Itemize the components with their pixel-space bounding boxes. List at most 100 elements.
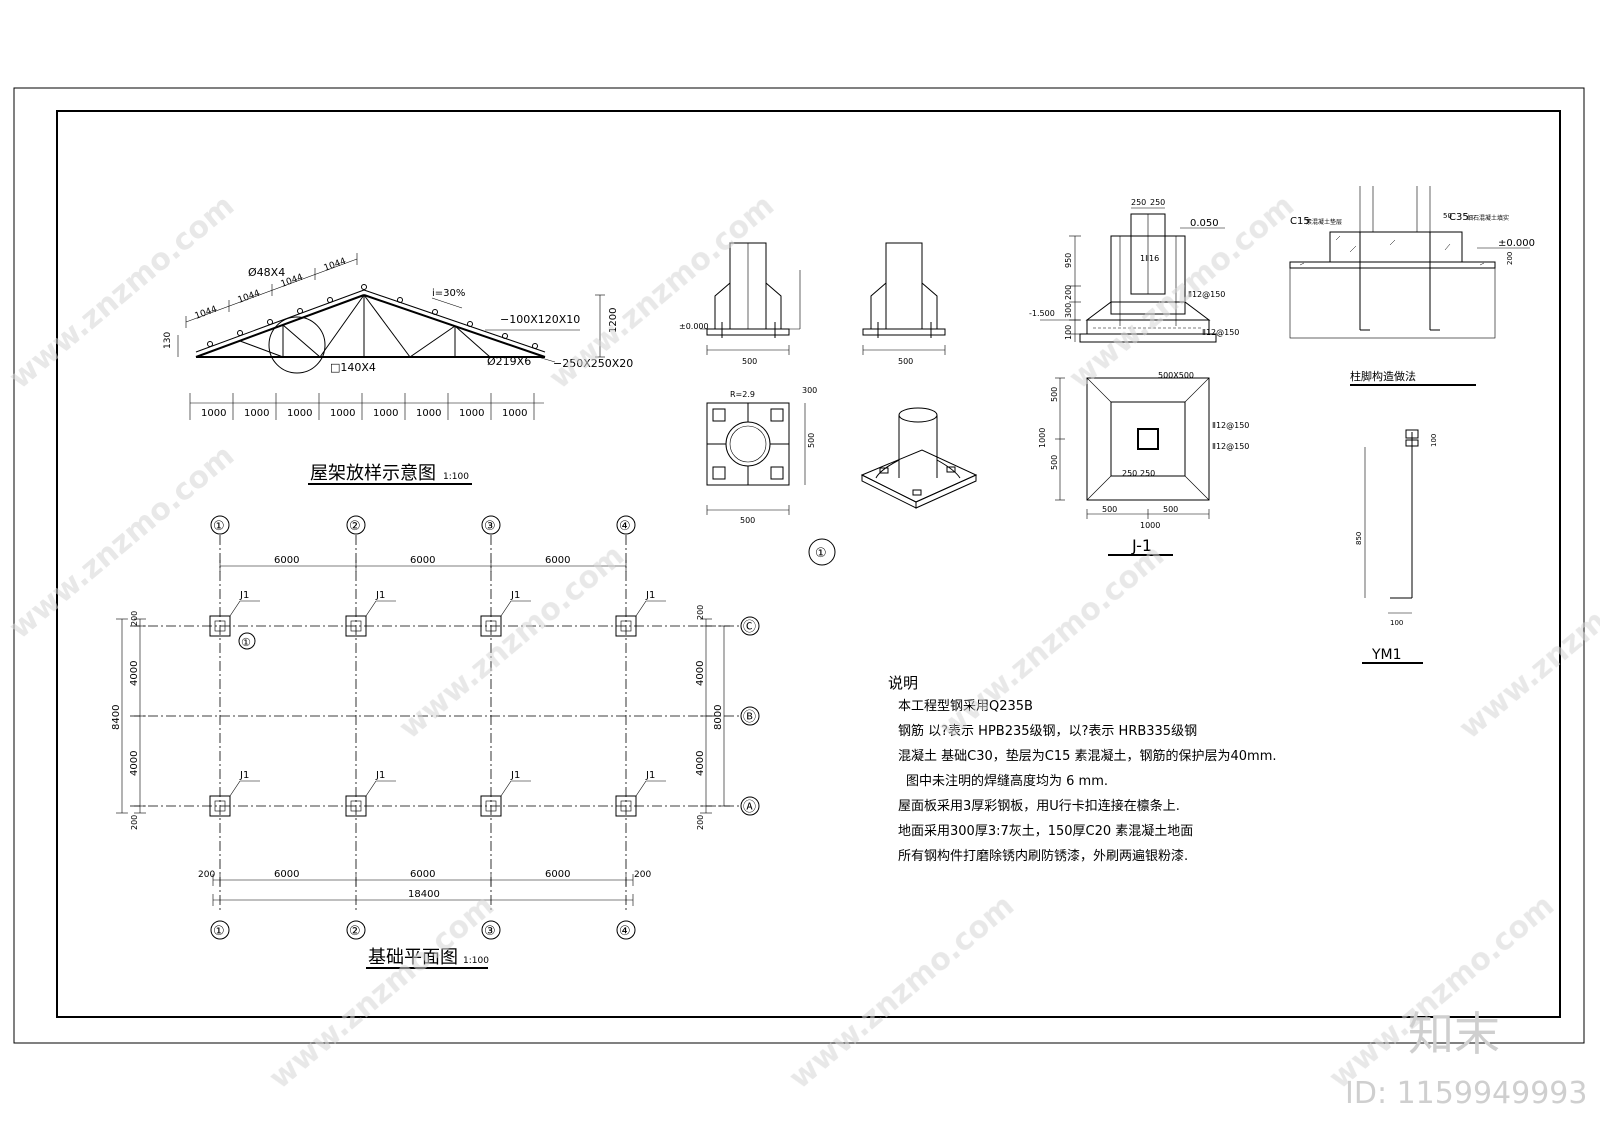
truss-span-4: 1000 — [330, 408, 355, 419]
j1-title: J-1 — [1131, 536, 1152, 555]
plan-ydim-2: 4000 — [129, 751, 140, 776]
foundation-plan-labels: ① ② ③ ④ ① ② ③ ④ Ⓒ Ⓑ Ⓐ ① 6000 6000 6000 6… — [111, 519, 756, 968]
foundation-j1-labels: 250 250 0.050 -1.500 950 200 300 100 Ⅱ12… — [1029, 198, 1249, 555]
foot-dim-2: 200 — [1506, 252, 1514, 265]
j1-top-dim-1: 250 — [1131, 198, 1146, 207]
foot-title: 柱脚构造做法 — [1350, 369, 1416, 383]
foot-c35-note: 细石混凝土填实 — [1467, 214, 1509, 222]
j1-rebar-plan-1: Ⅱ12@150 — [1212, 421, 1249, 430]
column-foot-detail — [1289, 186, 1530, 664]
j1-plan-bottom-1: 500 — [1102, 505, 1117, 514]
image-id: ID: 1159949993 — [1345, 1076, 1587, 1111]
plan-total-y-left: 8400 — [111, 705, 122, 730]
j1-elev-top: 0.050 — [1190, 218, 1219, 229]
plan-ydim-1: 4000 — [129, 661, 140, 686]
plan-total-x: 18400 — [408, 889, 440, 900]
plan-bdim-1: 6000 — [274, 869, 299, 880]
base-plate-dim: 300 — [802, 386, 817, 395]
j1-tag-c4: J1 — [645, 590, 655, 601]
j1-rebar-1: Ⅱ12@150 — [1188, 290, 1225, 299]
j1-bolt: 1Ⅱ16 — [1140, 254, 1159, 263]
axis-1-top: ① — [213, 519, 225, 534]
truss-pipe: Ø219X6 — [487, 355, 531, 368]
j1-rebar-plan-2: Ⅱ12@150 — [1212, 442, 1249, 451]
truss-title: 屋架放样示意图 — [310, 463, 436, 484]
truss-scale: 1:100 — [443, 472, 469, 482]
inner-border — [56, 110, 1561, 1018]
truss-left-height: 130 — [163, 332, 173, 349]
column-foot-labels: C15 素混凝土垫层 C35 细石混凝土填实 ±0.000 50 200 柱脚构… — [1290, 212, 1535, 663]
j1-tag-c2: J1 — [375, 590, 385, 601]
detail-1-label: ① — [815, 546, 827, 561]
plan-scale: 1:100 — [463, 956, 489, 966]
note-line-5: 屋面板采用3厚彩钢板，用U行卡扣连接在檩条上. — [898, 798, 1180, 814]
truss-span-7: 1000 — [459, 408, 484, 419]
note-line-7: 所有钢构件打磨除锈内刷防锈漆，外刷两遍银粉漆. — [898, 848, 1188, 864]
j1-tag-c1: J1 — [239, 590, 249, 601]
j1-plan-right-2: 250 — [1140, 469, 1155, 478]
detail-ref: ① — [241, 636, 251, 649]
axis-c: Ⓒ — [743, 620, 756, 635]
base-dim-plan-v: 500 — [807, 433, 816, 448]
truss-seg-4: 1044 — [323, 256, 348, 273]
j1-tag-a2: J1 — [375, 770, 385, 781]
foundation-plan — [116, 515, 760, 969]
notes-heading: 说明 — [888, 674, 918, 692]
ym1-dim-1: 100 — [1390, 619, 1403, 627]
truss-seg-1: 1044 — [194, 304, 219, 321]
truss-base-plate: −250X250X20 — [553, 357, 633, 370]
plan-bdim-3: 6000 — [545, 869, 570, 880]
j1-plan-bottom-3: 1000 — [1140, 521, 1160, 530]
ym1-title: YM1 — [1371, 647, 1402, 663]
j1-plan-right-1: 250 — [1122, 469, 1137, 478]
ym1-dim-2: 100 — [1430, 434, 1438, 447]
truss-plate-top: −100X120X10 — [500, 313, 580, 326]
truss-span-2: 1000 — [244, 408, 269, 419]
plan-title: 基础平面图 — [368, 947, 458, 968]
j1-vdim-5: 100 — [1064, 325, 1073, 340]
plan-ydim-r1: 4000 — [695, 661, 706, 686]
plan-bdim-edge-r: 200 — [634, 870, 651, 880]
j1-vdim-3: 200 — [1064, 285, 1073, 300]
j1-plan-left-1: 500 — [1050, 387, 1059, 402]
j1-top-dim-2: 250 — [1150, 198, 1165, 207]
svg-text:www.znzmo.com: www.znzmo.com — [3, 188, 241, 396]
axis-a: Ⓐ — [743, 800, 756, 815]
j1-plan-left-3: 500 — [1050, 455, 1059, 470]
axis-4-bottom: ④ — [619, 924, 631, 939]
note-line-4: 图中未注明的焊缝高度均为 6 mm. — [906, 773, 1108, 789]
truss-seg-2: 1044 — [237, 288, 262, 305]
base-dim-b: 500 — [898, 357, 913, 366]
svg-text:www.znzmo.com: www.znzmo.com — [263, 888, 501, 1096]
axis-3-top: ③ — [484, 519, 496, 534]
j1-tag-a4: J1 — [645, 770, 655, 781]
svg-text:www.znzmo.com: www.znzmo.com — [1453, 538, 1600, 746]
j1-pedestal: 500X500 — [1158, 371, 1194, 380]
plan-total-y-right: 8000 — [713, 705, 724, 730]
axis-2-top: ② — [349, 519, 361, 534]
plan-xdim-2: 6000 — [410, 555, 435, 566]
truss-span-3: 1000 — [287, 408, 312, 419]
axis-1-bottom: ① — [213, 924, 225, 939]
truss-member-top: Ø48X4 — [248, 266, 285, 279]
svg-text:www.znzmo.com: www.znzmo.com — [783, 888, 1021, 1096]
truss-span-6: 1000 — [416, 408, 441, 419]
svg-text:www.znzmo.com: www.znzmo.com — [3, 438, 241, 646]
brand-logo: 知末 — [1408, 1007, 1500, 1061]
truss-square-tube: □140X4 — [330, 361, 376, 374]
foot-c15: C15 — [1290, 216, 1310, 227]
note-line-1: 本工程型钢采用Q235B — [898, 699, 1033, 714]
plan-ydim-r2: 4000 — [695, 751, 706, 776]
note-line-6: 地面采用300厚3:7灰土，150厚C20 素混凝土地面 — [898, 823, 1193, 839]
truss-slope: i=30% — [432, 288, 465, 299]
j1-plan-left-2: 1000 — [1038, 428, 1047, 448]
j1-tag-a1: J1 — [239, 770, 249, 781]
j1-tag-c3: J1 — [510, 590, 520, 601]
plan-edge-top-r: 200 — [696, 605, 705, 620]
axis-4-top: ④ — [619, 519, 631, 534]
column-base-detail — [700, 242, 978, 566]
ym1-length: 850 — [1355, 532, 1363, 545]
svg-text:www.znzmo.com: www.znzmo.com — [1323, 888, 1561, 1096]
truss-span-5: 1000 — [373, 408, 398, 419]
